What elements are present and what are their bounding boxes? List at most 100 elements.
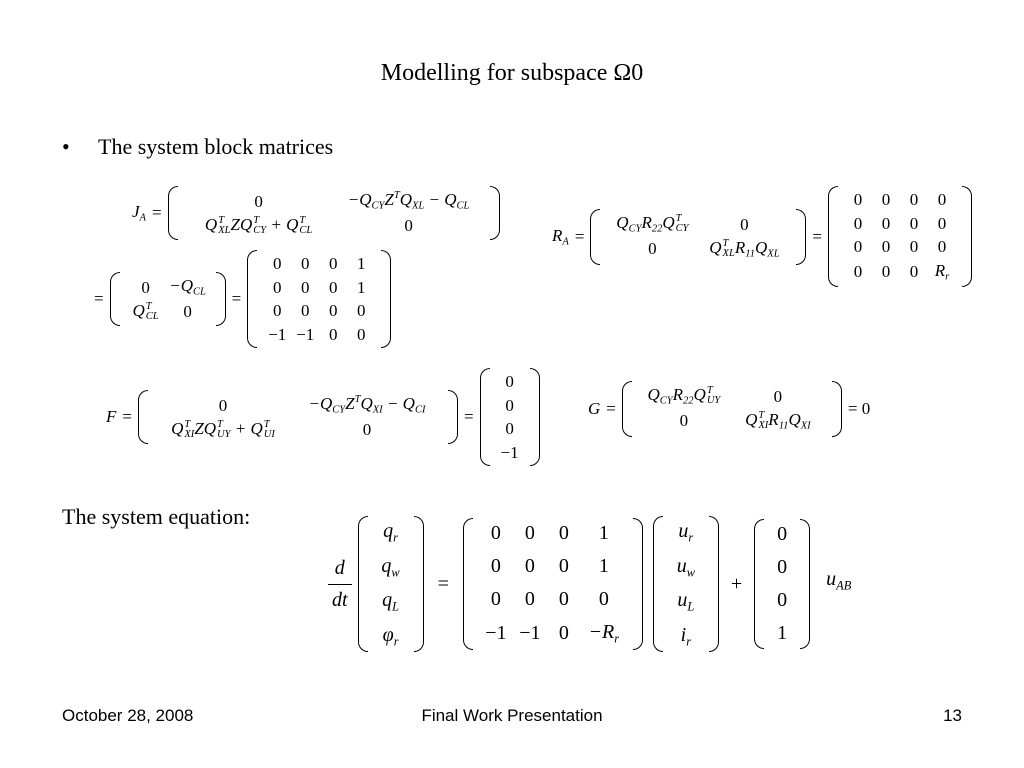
matrix-cell: 0 (558, 555, 569, 578)
equals-sign: = (231, 289, 242, 309)
matrix-cell: 0 (558, 622, 569, 645)
right-paren (800, 519, 811, 650)
matrix-cell: 0 (558, 522, 569, 545)
derivative-operator: d dt (328, 557, 352, 612)
matrix-cell: 1 (598, 555, 609, 578)
f-numeric-grid: 0 0 0 −1 (490, 368, 530, 466)
vector-cell: 0 (777, 523, 788, 546)
state-phi-r: φr (382, 623, 399, 649)
state-vector-grid: qr qw qL φr (368, 516, 414, 652)
f-cell-0-1: −QCYZTQXI − QCI (308, 394, 426, 416)
plus-sign: + (730, 572, 743, 595)
matrix-cell: 0 (272, 277, 282, 297)
matrix-cell: 0 (598, 588, 609, 611)
ja-small-cell-0-1: −QCL (169, 276, 206, 298)
matrix-cell-minus-rr: −Rr (588, 621, 620, 646)
matrix-cell: 0 (328, 301, 338, 321)
left-paren (247, 250, 258, 349)
left-paren (590, 208, 601, 265)
matrix-cell: 0 (909, 237, 919, 257)
vector-cell: 0 (505, 372, 514, 391)
bullet-item: • The system block matrices (62, 134, 333, 160)
matrix-cell: 0 (853, 237, 863, 257)
matrix-cell: 0 (300, 277, 310, 297)
ja-cell-1-1: 0 (404, 215, 413, 235)
ra-cell-0-1: 0 (740, 214, 749, 234)
equals-sign: = (94, 289, 104, 309)
matrix-cell: 1 (598, 522, 609, 545)
equals-sign: = (122, 407, 132, 427)
matrix-cell: 0 (356, 324, 366, 344)
matrix-cell: 1 (356, 277, 366, 297)
matrix-cell: 0 (937, 237, 947, 257)
matrix-cell: 0 (300, 254, 310, 273)
matrix-cell: 0 (853, 262, 863, 282)
matrix-cell: 0 (524, 588, 535, 611)
right-paren (796, 208, 807, 265)
g-cell-1-0: 0 (679, 411, 689, 431)
matrix-cell: 0 (881, 213, 891, 233)
matrix-cell: 0 (524, 555, 535, 578)
matrix-cell: 0 (909, 262, 919, 282)
vector-cell: 0 (505, 419, 514, 439)
ja-cell-0-1: −QCYZTQXL − QCL (347, 190, 470, 212)
f-numeric-vector: 0 0 0 −1 (479, 368, 540, 467)
matrix-cell-rr: Rr (934, 260, 950, 283)
matrix-cell: 0 (853, 213, 863, 233)
matrix-cell: −1 (485, 622, 507, 645)
left-paren (621, 381, 632, 437)
input-symbol-uab: uAB (826, 567, 852, 592)
right-paren (708, 516, 719, 653)
system-equation-label: The system equation: (62, 504, 251, 529)
input-i-r: ir (680, 623, 692, 649)
equals-sign: = (463, 407, 474, 427)
system-equation: d dt qr qw qL φr = 0 0 0 1 0 0 0 1 0 0 0… (328, 516, 852, 653)
f-symbol: F (106, 407, 117, 427)
matrix-cell: 0 (300, 301, 310, 321)
ja-numeric-matrix: 0 0 0 1 0 0 0 1 0 0 0 0 −1 −1 0 0 (247, 250, 392, 349)
ra-cell-1-0: 0 (648, 239, 657, 259)
left-paren (479, 368, 490, 467)
system-matrix-grid: 0 0 0 1 0 0 0 1 0 0 0 0 −1 −1 0 −Rr (473, 518, 633, 650)
matrix-cell: 0 (328, 254, 338, 273)
matrix-cell: 0 (490, 555, 501, 578)
right-paren (831, 381, 842, 437)
matrix-cell: 0 (272, 301, 282, 321)
ra-numeric-grid: 0 0 0 0 0 0 0 0 0 0 0 0 0 0 0 Rr (838, 186, 962, 287)
state-vector: qr qw qL φr (357, 516, 424, 653)
left-paren (109, 272, 120, 327)
page-number: 13 (943, 706, 962, 725)
equals-sign: = (437, 572, 449, 595)
input-u-w: uw (676, 554, 695, 579)
ja-small-cell-1-1: 0 (183, 301, 192, 321)
g-result: = 0 (847, 398, 871, 418)
right-paren (632, 518, 643, 650)
g-cell-0-1: 0 (773, 386, 783, 406)
g-symbol: G (588, 398, 601, 418)
matrix-cell: 0 (490, 522, 501, 545)
bullet-text: The system block matrices (98, 134, 334, 159)
slide-title: Modelling for subspace Ω0 (380, 60, 644, 86)
f-cell-0-0: 0 (218, 395, 228, 415)
matrix-cell: 0 (881, 190, 891, 209)
right-paren (489, 186, 500, 240)
footer-title: Final Work Presentation (421, 706, 603, 725)
footer-date: October 28, 2008 (62, 706, 194, 725)
